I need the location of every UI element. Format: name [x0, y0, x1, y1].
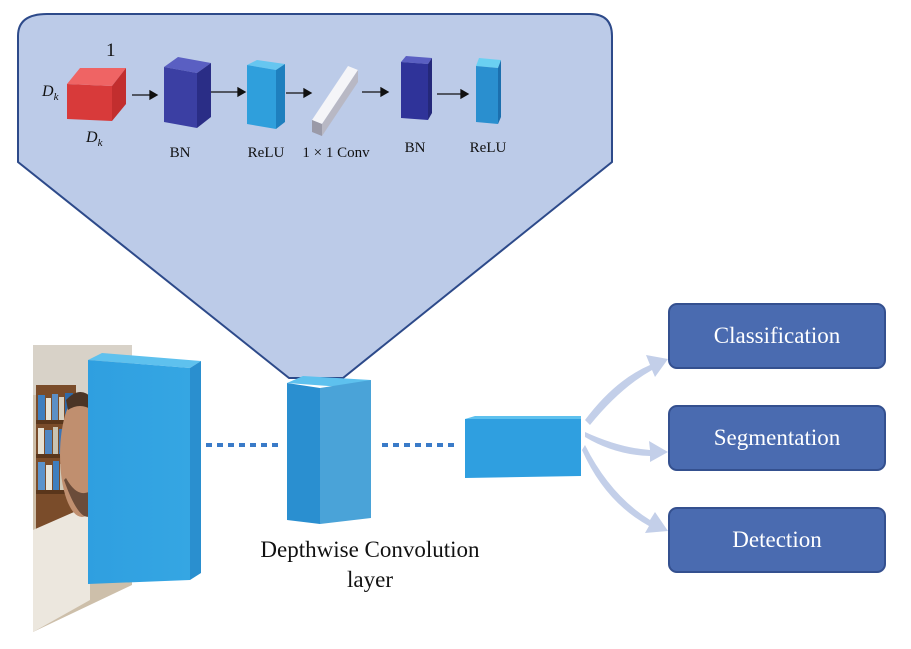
- kernel-width-label: Dk: [85, 129, 104, 149]
- layer-caption-line2: layer: [347, 567, 393, 592]
- bn-block: [164, 57, 211, 128]
- classification-box: Classification: [668, 303, 886, 369]
- segmentation-box: Segmentation: [668, 405, 886, 471]
- relu-block: [247, 60, 285, 129]
- relu-block: [476, 58, 501, 124]
- detection-box: Detection: [668, 507, 886, 573]
- bn-block: [401, 56, 432, 120]
- kernel-cube: [67, 68, 126, 121]
- depthwise-layer-block: [287, 376, 371, 524]
- layer-caption-line1: Depthwise Convolution: [260, 537, 480, 562]
- input-layer-block: [88, 353, 201, 584]
- relu-label-2: ReLU: [470, 140, 507, 156]
- bn-label-1: BN: [170, 145, 191, 161]
- relu-label-1: ReLU: [248, 145, 285, 161]
- flow-arrows: [132, 86, 470, 101]
- conv-label: 1 × 1 Conv: [302, 145, 370, 161]
- kernel-height-label: Dk: [41, 83, 60, 103]
- kernel-depth-label: 1: [106, 40, 116, 61]
- output-layer-block: [465, 416, 581, 478]
- task-arrows: [582, 355, 668, 533]
- pointwise-conv-block: [312, 66, 358, 136]
- bn-label-2: BN: [405, 140, 426, 156]
- layer-caption: Depthwise Convolution layer: [230, 535, 510, 595]
